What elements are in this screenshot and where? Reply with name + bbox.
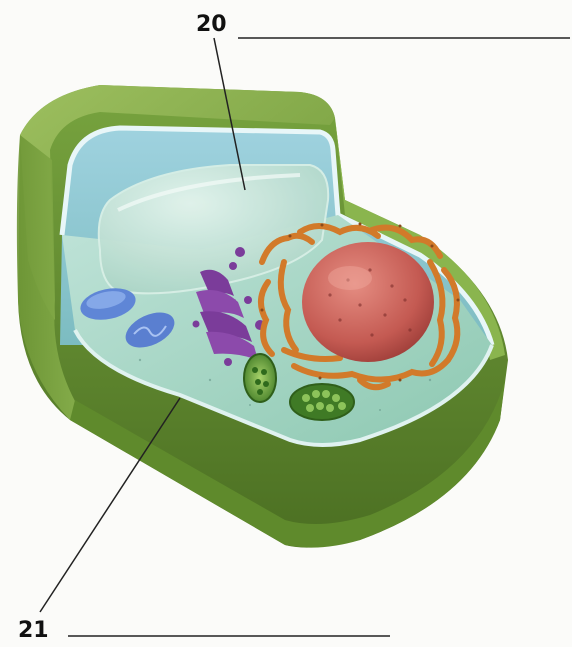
label-number-bottom: 21: [18, 618, 49, 643]
nucleus: [302, 242, 434, 362]
label-number-top: 20: [196, 12, 227, 37]
